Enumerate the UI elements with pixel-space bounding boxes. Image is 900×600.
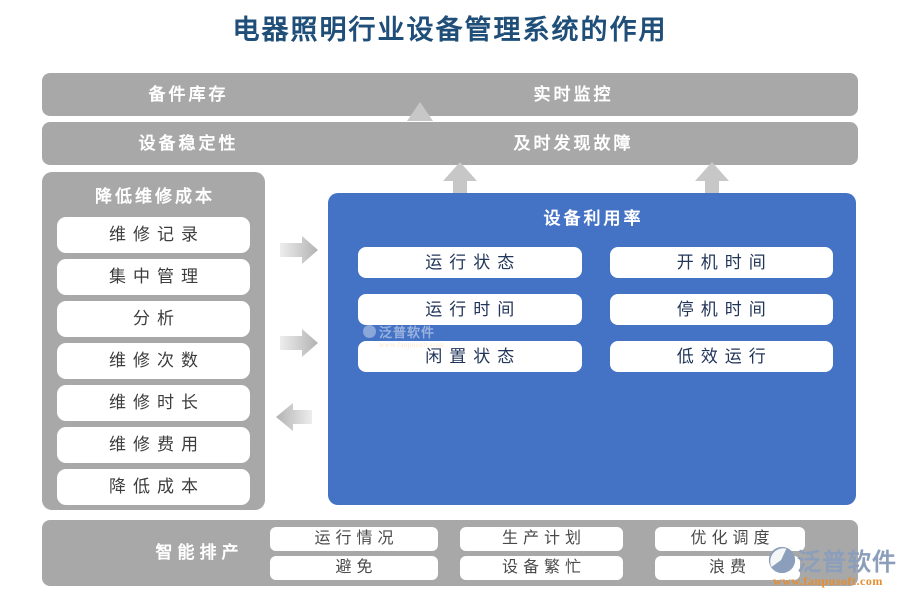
blue-panel-item: 运行状态 bbox=[358, 247, 582, 278]
blue-panel-item: 停机时间 bbox=[609, 294, 833, 325]
left-panel-item: 维修费用 bbox=[57, 427, 250, 463]
blue-panel-item: 低效运行 bbox=[609, 341, 833, 372]
bar1-center-label: 实时监控 bbox=[533, 85, 614, 104]
blue-panel-title: 设备利用率 bbox=[543, 209, 644, 228]
page-title: 电器照明行业设备管理系统的作用 bbox=[232, 15, 668, 45]
bottom-bar-label: 智能排产 bbox=[155, 543, 244, 562]
fanpu-logo-icon bbox=[768, 546, 796, 574]
logo-brand-url: www.fanpusoft.com bbox=[773, 574, 883, 588]
blue-panel-item: 闲置状态 bbox=[358, 341, 582, 372]
bottom-bar-smart-scheduling: 智能排产 运行情况 生产计划 优化调度 避免 设备繁忙 浪费 bbox=[42, 520, 858, 586]
blue-panel-item: 开机时间 bbox=[609, 247, 833, 278]
logo-brand-name: 泛普软件 bbox=[797, 550, 897, 576]
bottom-bar-item: 优化调度 bbox=[655, 527, 805, 551]
arrow-left-icon bbox=[276, 403, 312, 431]
top-bar-spare-parts: 备件库存 实时监控 bbox=[42, 73, 858, 116]
left-panel-title: 降低维修成本 bbox=[95, 187, 215, 206]
bottom-bar-item: 避免 bbox=[270, 556, 438, 580]
arrow-right-icon bbox=[280, 329, 318, 357]
blue-panel-grid: 运行状态 开机时间 运行时间 停机时间 闲置状态 低效运行 bbox=[358, 247, 833, 372]
arrow-up-icon bbox=[443, 162, 477, 193]
left-panel-item: 分析 bbox=[57, 301, 250, 337]
blue-panel-item: 运行时间 bbox=[358, 294, 582, 325]
top-bar-stability: 设备稳定性 及时发现故障 bbox=[42, 122, 858, 165]
arrow-up-icon bbox=[695, 162, 729, 193]
bottom-bar-item: 设备繁忙 bbox=[460, 556, 623, 580]
bottom-bar-item: 生产计划 bbox=[460, 527, 623, 551]
left-panel-item: 集中管理 bbox=[57, 259, 250, 295]
left-panel-item: 维修时长 bbox=[57, 385, 250, 421]
bar2-left-label: 设备稳定性 bbox=[138, 134, 239, 153]
arrow-right-icon bbox=[280, 236, 318, 264]
bar1-left-label: 备件库存 bbox=[148, 85, 229, 104]
left-panel-item: 降低成本 bbox=[57, 469, 250, 505]
fanpu-logo: 泛普软件 www.fanpusoft.com bbox=[768, 542, 897, 589]
left-panel-item: 维修记录 bbox=[57, 217, 250, 253]
bottom-bar-item: 运行情况 bbox=[270, 527, 438, 551]
bar2-center-label: 及时发现故障 bbox=[513, 134, 634, 153]
left-panel-maintenance-cost: 降低维修成本 维修记录 集中管理 分析 维修次数 维修时长 维修费用 降低成本 bbox=[42, 172, 265, 510]
blue-panel-utilization: 设备利用率 运行状态 开机时间 运行时间 停机时间 闲置状态 低效运行 bbox=[328, 193, 856, 505]
left-panel-item: 维修次数 bbox=[57, 343, 250, 379]
